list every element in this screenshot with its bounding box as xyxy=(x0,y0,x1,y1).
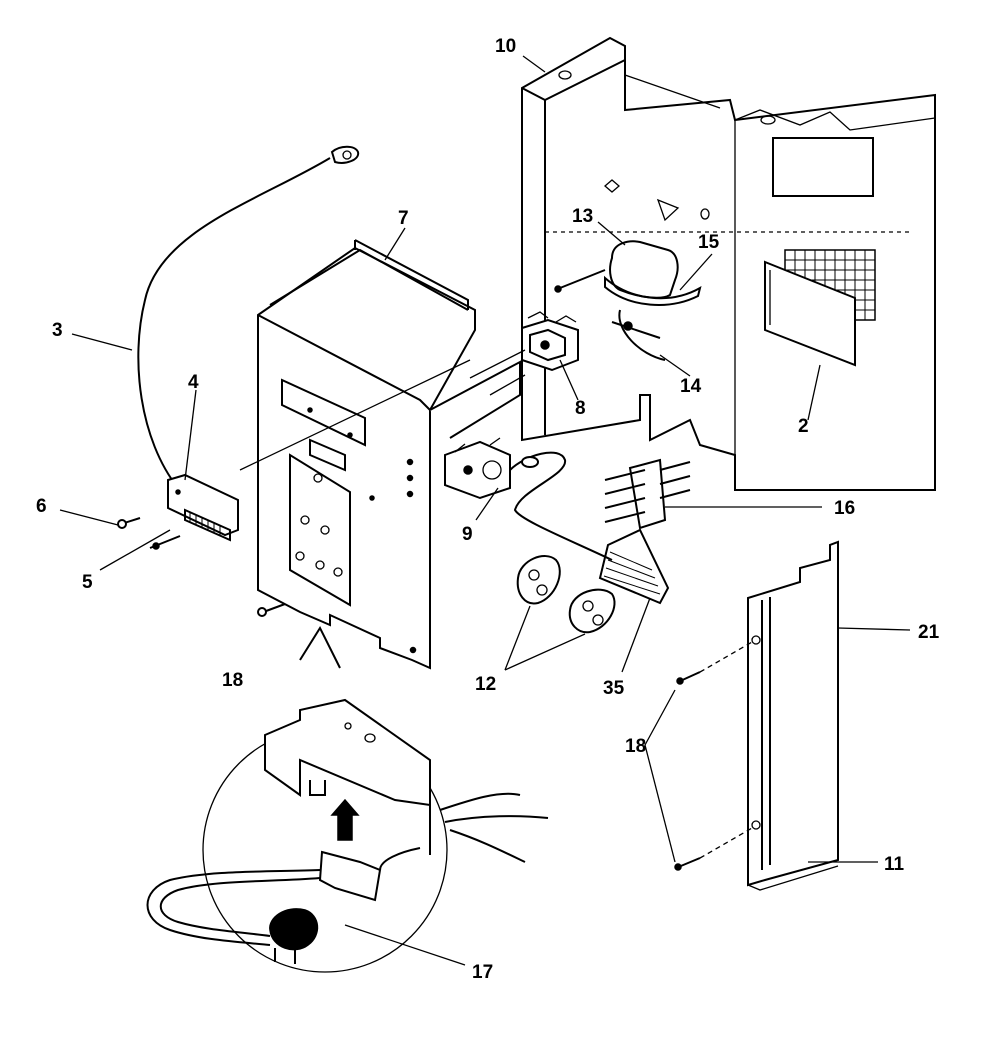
grommet-part-12a xyxy=(516,555,561,605)
screw-part-18-right-top xyxy=(676,641,753,685)
screw-part-18-right-bottom xyxy=(674,827,753,871)
screw-part-5 xyxy=(149,535,181,550)
leader-lines xyxy=(59,55,911,966)
callout-12: 12 xyxy=(475,674,496,695)
grommet-part-12b xyxy=(568,588,616,634)
power-cord-detail-inset xyxy=(146,625,549,973)
capacitor-part-13 xyxy=(554,240,702,361)
alignment-lines xyxy=(239,349,526,471)
callout-13: 13 xyxy=(572,206,593,227)
sensor-wire xyxy=(509,451,613,561)
relay-part-16 xyxy=(604,458,691,530)
callout-11: 11 xyxy=(884,854,905,875)
callout-6: 6 xyxy=(36,496,47,517)
callout-17: 17 xyxy=(472,962,493,983)
callout-35: 35 xyxy=(603,678,625,699)
callout-5: 5 xyxy=(82,572,93,593)
callout-labels: 10 7 3 13 15 14 4 8 2 6 5 9 16 12 35 21 … xyxy=(36,36,940,983)
filter-mesh-part-2 xyxy=(764,249,876,367)
callout-4: 4 xyxy=(188,372,199,393)
heat-sink-part-35 xyxy=(598,528,670,605)
switch-part-9 xyxy=(444,437,511,500)
control-box-part-7 xyxy=(257,239,521,670)
screw-part-6 xyxy=(117,517,141,529)
housing-panel-part-10 xyxy=(521,36,936,491)
callout-8: 8 xyxy=(575,398,586,419)
callout-2: 2 xyxy=(798,416,809,437)
callout-16: 16 xyxy=(834,498,855,519)
callout-18-right: 18 xyxy=(625,736,646,757)
screw-part-18-left xyxy=(257,603,286,617)
terminal-bracket-part-4 xyxy=(167,473,239,542)
callout-10: 10 xyxy=(495,36,516,57)
callout-15: 15 xyxy=(698,232,720,253)
callout-21: 21 xyxy=(918,622,940,643)
callout-3: 3 xyxy=(52,320,63,341)
switch-part-8 xyxy=(521,311,579,372)
callout-18-left: 18 xyxy=(222,670,243,691)
callout-14: 14 xyxy=(680,376,702,397)
ground-wire-part-3 xyxy=(137,145,360,489)
side-panel-part-21 xyxy=(747,540,839,891)
callout-9: 9 xyxy=(462,524,473,545)
callout-7: 7 xyxy=(398,208,409,229)
